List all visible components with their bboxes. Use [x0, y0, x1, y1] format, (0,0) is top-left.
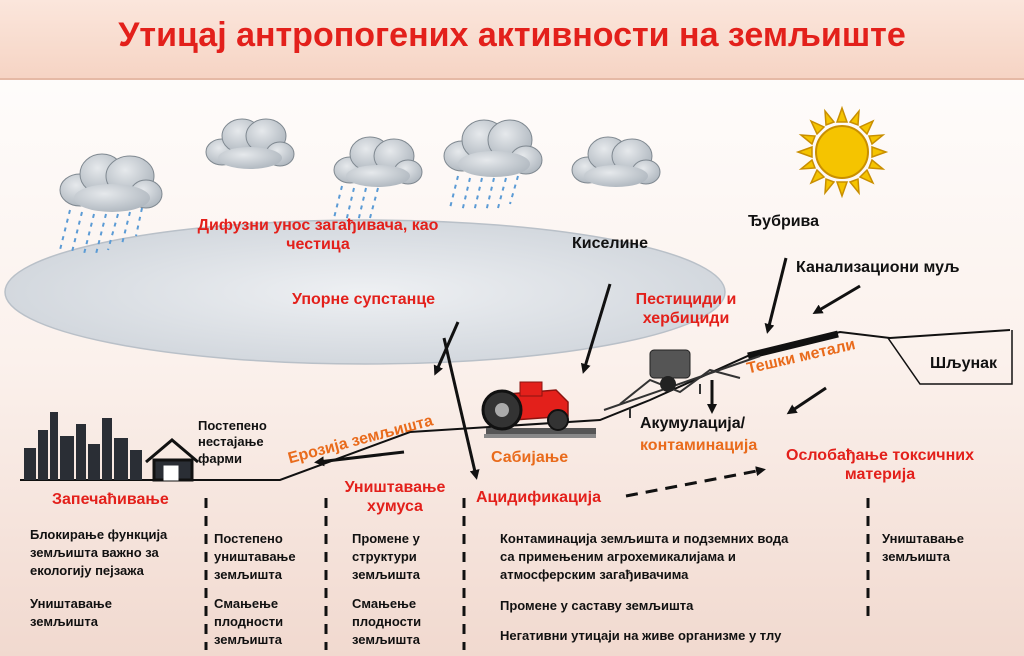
label-farm-loss: Постепено нестајање фарми: [198, 418, 267, 466]
column-humus: Промене у структури земљишта Смањење пло…: [352, 530, 462, 649]
text-line: Уништавање: [30, 595, 112, 611]
column-contamination: Контаминација земљишта и подземних вода …: [500, 530, 860, 645]
text-line: Промене у: [352, 531, 420, 546]
spacer: [352, 585, 462, 595]
text-line: екологију пејзажа: [30, 563, 144, 579]
rain-cloud-icon: [333, 136, 423, 223]
sun-icon: [795, 105, 889, 199]
spacer: [30, 581, 200, 595]
title-bar: [0, 0, 1024, 80]
sludge-bar: [747, 330, 839, 360]
column-farm: Постепено уништавање земљишта Смањење пл…: [214, 530, 324, 649]
label-sewage-sludge: Канализациони муљ: [796, 259, 960, 276]
text-line: Смањење: [352, 595, 417, 611]
label-compaction: Сабијање: [491, 449, 569, 466]
farm-house-icon: [145, 438, 199, 482]
page-title: Утицај антропогених активности на земљиш…: [118, 16, 906, 54]
text-line: Смањење: [214, 595, 279, 611]
text-line: Негативни утицаји на живе организме у тл…: [500, 627, 782, 643]
label-sealing: Запечаћивање: [52, 491, 169, 508]
sprayer-icon: [603, 349, 761, 418]
arrows: [314, 257, 861, 498]
text-line: Блокирање функција: [30, 527, 168, 542]
label-toxic-release: Ослобађање токсичних материја: [786, 447, 974, 484]
label-pesticides: Пестициди и хербициди: [635, 291, 737, 328]
text-line: уништавање: [214, 549, 296, 565]
column-toxic: Уништавање земљишта: [882, 530, 1002, 566]
cloud-icon: [571, 136, 661, 187]
label-accumulation: Акумулација/: [640, 415, 746, 432]
column-separators: [204, 498, 870, 650]
label-contamination: контаминација: [640, 437, 758, 454]
text-line: Промене у саставу земљишта: [500, 597, 694, 613]
spacer: [500, 615, 860, 627]
label-acids: Киселине: [572, 235, 648, 252]
label-persistent-substances: Упорне супстанце: [292, 291, 436, 308]
text-line: структури: [352, 549, 417, 565]
text-line: плодности: [352, 613, 422, 629]
tractor-icon: [481, 381, 596, 438]
text-line: Постепено: [214, 531, 283, 546]
label-diffuse-input: Дифузни унос загађивача, као честица: [197, 217, 439, 254]
text-line: Уништавање: [882, 531, 964, 546]
text-line: атмосферским загађивачима: [500, 567, 689, 583]
spacer: [214, 585, 324, 595]
label-gravel: Шљунак: [930, 355, 998, 372]
spacer: [500, 585, 860, 597]
text-line: земљишта: [352, 631, 420, 647]
cloud-icon: [205, 118, 295, 169]
text-line: земљишта: [30, 613, 98, 629]
city-skyline-icon: [24, 412, 142, 480]
column-sealing: Блокирање функција земљишта важно за еко…: [30, 526, 200, 631]
text-line: земљишта: [214, 567, 282, 583]
text-line: земљишта важно за: [30, 545, 159, 561]
label-acidification: Ацидификација: [476, 489, 601, 506]
text-line: Контаминација земљишта и подземних вода: [500, 531, 789, 546]
gravel-pit: [887, 330, 1013, 385]
rain-cloud-icon: [59, 153, 163, 255]
text-line: плодности: [214, 613, 284, 629]
pollution-ellipse: [4, 219, 726, 365]
text-line: земљишта: [882, 549, 950, 565]
rain-cloud-icon: [443, 119, 543, 213]
text-line: са примењеним агрохемикалијама и: [500, 549, 736, 565]
label-fertilizers: Ђубрива: [748, 213, 820, 230]
text-line: земљишта: [214, 631, 282, 647]
text-line: земљишта: [352, 567, 420, 583]
label-humus-destruction: Уништавање хумуса: [344, 479, 446, 516]
